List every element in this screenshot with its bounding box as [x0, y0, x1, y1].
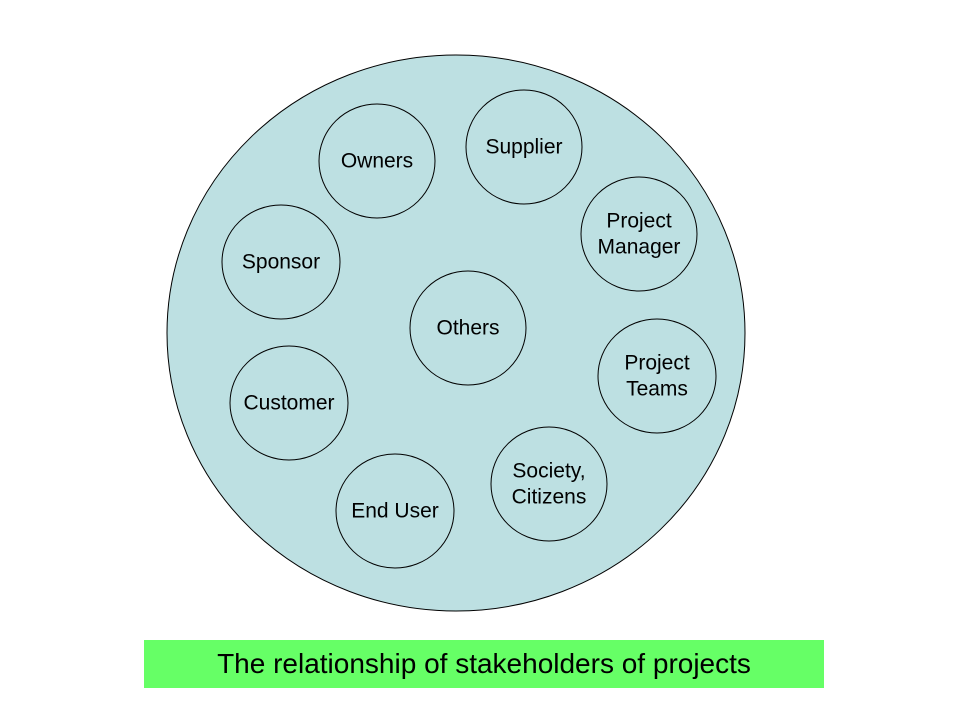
node-circle-project-teams	[597, 318, 717, 434]
node-circle-owners	[318, 103, 436, 219]
node-label-others: Others	[436, 317, 499, 340]
node-label-project-teams-line-2: Teams	[626, 378, 688, 401]
node-sponsor: Sponsor	[221, 204, 341, 320]
node-label-society-citizens-line-2: Citizens	[512, 486, 587, 509]
stakeholder-nodes: OwnersSupplierProjectManagerSponsorOther…	[221, 89, 717, 569]
node-label-end-user: End User	[351, 500, 439, 523]
node-circle-society-citizens	[490, 426, 608, 542]
node-circle-others	[409, 270, 527, 386]
node-circle-customer	[229, 345, 349, 461]
caption-banner: The relationship of stakeholders of proj…	[144, 640, 824, 688]
node-label-owners: Owners	[341, 150, 413, 173]
node-label-sponsor: Sponsor	[242, 251, 320, 274]
node-label-project-manager-line-2: Manager	[598, 236, 681, 259]
node-label-society-citizens-line-1: Society,	[512, 460, 585, 483]
node-circle-sponsor	[221, 204, 341, 320]
node-circle-project-manager	[580, 176, 698, 292]
node-circle-supplier	[465, 89, 583, 205]
node-customer: Customer	[229, 345, 349, 461]
node-label-project-manager-line-1: Project	[606, 210, 672, 233]
node-others: Others	[409, 270, 527, 386]
caption-text: The relationship of stakeholders of proj…	[217, 648, 751, 679]
node-label-project-teams-line-1: Project	[624, 352, 690, 375]
node-label-supplier: Supplier	[485, 136, 562, 159]
node-society-citizens: Society, Citizens	[490, 426, 608, 542]
node-supplier: Supplier	[465, 89, 583, 205]
node-circle-end-user	[335, 453, 455, 569]
node-owners: Owners	[318, 103, 436, 219]
node-end-user: End User	[335, 453, 455, 569]
node-label-customer: Customer	[243, 392, 334, 415]
